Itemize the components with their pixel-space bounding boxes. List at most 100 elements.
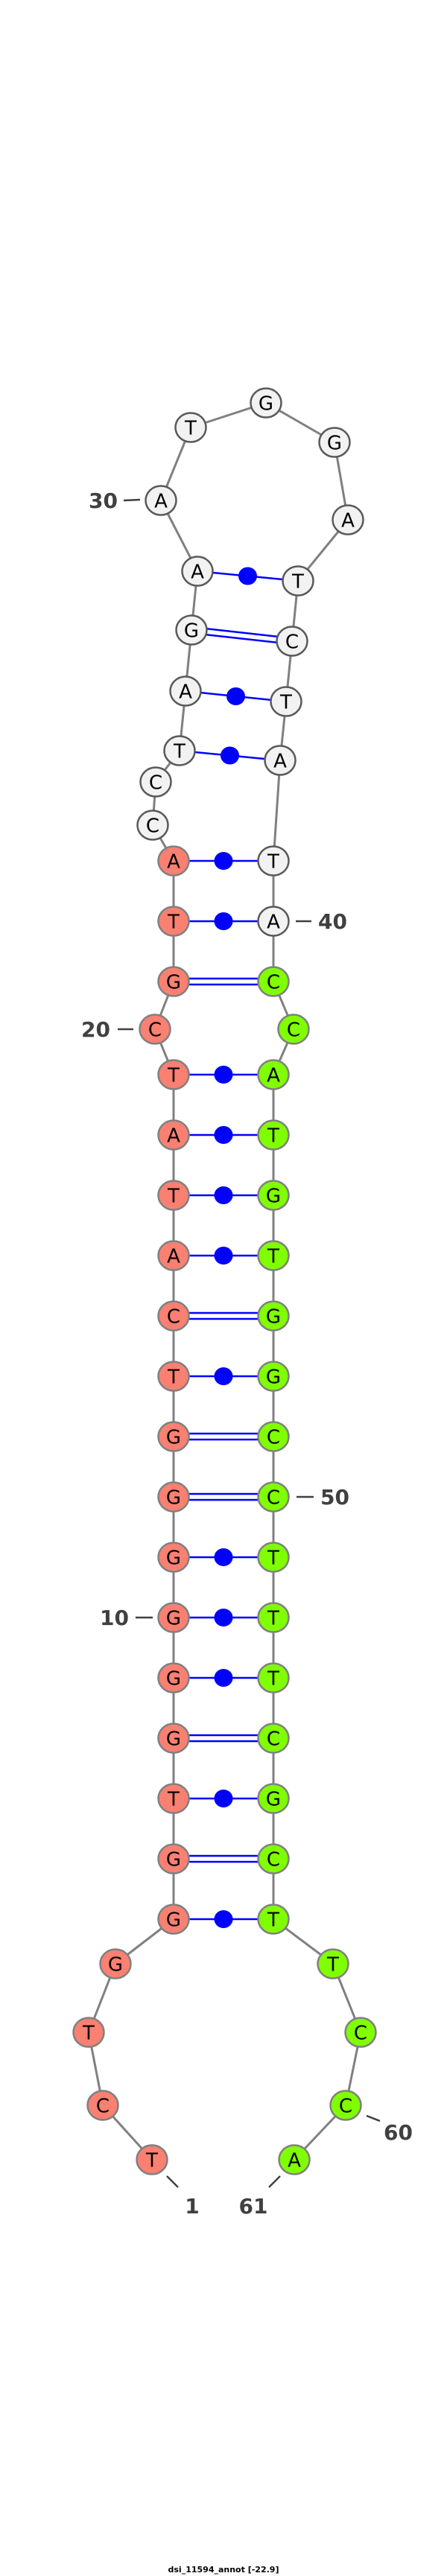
label-number: 50 (320, 1485, 349, 1510)
nucleotide-letter: C (149, 772, 162, 795)
nucleotide-20: C (139, 1014, 171, 1045)
nucleotide-letter: G (166, 1487, 181, 1510)
backbone-segment (272, 760, 282, 862)
nucleotide-36: C (276, 626, 308, 657)
nucleotide-circle (157, 1542, 190, 1573)
nucleotide-letter: T (184, 418, 197, 440)
base-pair-13-49 (174, 1432, 273, 1441)
nucleotide-27: A (169, 675, 202, 707)
nucleotide-circle (257, 1843, 290, 1874)
nucleotide-40: A (257, 906, 290, 937)
nucleotide-circle (332, 504, 364, 535)
nucleotide-46: T (257, 1240, 290, 1271)
nucleotide-letter: G (166, 1608, 181, 1630)
nucleotide-60: C (329, 2090, 362, 2121)
nucleotide-circle (175, 614, 208, 646)
nucleotide-51: T (257, 1542, 290, 1573)
base-pair-18-44 (174, 1126, 273, 1144)
nucleotide-letter: T (82, 2023, 95, 2045)
nucleotide-circle (157, 966, 190, 997)
nucleotide-letter: A (167, 851, 180, 874)
nucleotide-59: C (344, 2017, 377, 2048)
base-pair-21-41 (174, 977, 273, 986)
nucleotide-circle (257, 1059, 290, 1090)
position-label-1: 1 (166, 2175, 200, 2219)
base-pair-12-50 (174, 1492, 273, 1501)
nucleotide-letter: C (96, 2096, 110, 2118)
nucleotide-43: A (257, 1059, 290, 1090)
nucleotide-circle (257, 845, 290, 877)
nucleotide-letter: T (173, 741, 186, 763)
nucleotide-circle (257, 1542, 290, 1573)
nucleotide-7: T (157, 1783, 190, 1814)
base-pair-19-43 (174, 1066, 273, 1084)
nucleotide-circle (257, 1783, 290, 1814)
nucleotide-circle (157, 1783, 190, 1814)
nucleotide-55: G (257, 1783, 290, 1814)
nucleotide-circle (257, 1602, 290, 1633)
nucleotide-15: C (157, 1300, 190, 1332)
nucleotide-18: A (157, 1119, 190, 1151)
nucleotide-letter: C (285, 632, 299, 654)
base-pair-14-48 (174, 1367, 273, 1385)
position-label-60: 60 (366, 2114, 413, 2145)
base-pair-8-54 (174, 1734, 273, 1743)
nucleotide-circle (257, 1723, 290, 1754)
nucleotide-8: G (157, 1723, 190, 1754)
nucleotide-letter: T (267, 1608, 279, 1630)
nucleotide-letter: G (266, 1367, 281, 1389)
base-pair-15-47 (174, 1311, 273, 1320)
pair-dot (214, 1790, 233, 1807)
nucleotide-22: T (157, 906, 190, 937)
label-number: 40 (318, 909, 347, 934)
nucleotide-letter: C (148, 1020, 162, 1042)
nucleotide-circle (181, 556, 214, 587)
nucleotide-letter: T (167, 1367, 180, 1389)
nucleotide-circle (157, 1361, 190, 1392)
position-label-20: 20 (81, 1017, 133, 1042)
base-pair-27-37 (185, 687, 287, 705)
nucleotide-letter: T (326, 1954, 339, 1976)
label-number: 61 (239, 2194, 268, 2219)
nucleotide-letter: A (267, 912, 280, 934)
nucleotide-letter: C (267, 1427, 280, 1449)
base-pairs (174, 567, 299, 1928)
nucleotide-48: G (257, 1361, 290, 1392)
nucleotide-circle (72, 2017, 105, 2048)
label-number: 1 (185, 2194, 199, 2219)
nucleotide-circle (157, 1843, 190, 1874)
nucleotide-circle (257, 1180, 290, 1211)
nucleotide-circle (344, 2017, 377, 2048)
label-number: 30 (89, 489, 118, 513)
nucleotide-letter: T (167, 1065, 180, 1087)
nucleotide-letter: C (354, 2023, 367, 2045)
pair-dot (238, 567, 257, 585)
nucleotide-30: A (145, 485, 177, 516)
nucleotide-4: G (99, 1948, 132, 1979)
nucleotide-circle (282, 565, 314, 597)
nucleotide-circle (270, 686, 302, 717)
pair-dot (214, 1066, 233, 1084)
nucleotide-letter: G (259, 393, 273, 416)
nucleotide-letter: G (166, 1729, 181, 1751)
nucleotide-letter: G (108, 1954, 123, 1976)
nucleotide-44: T (257, 1119, 290, 1151)
nucleotide-letter: T (167, 1789, 180, 1811)
nucleotide-letter: G (184, 620, 199, 643)
nucleotide-letter: G (266, 1306, 281, 1329)
nucleotide-letter: C (287, 1020, 300, 1042)
nucleotide-letter: G (266, 1186, 281, 1208)
pair-dot (214, 1548, 233, 1566)
label-tick (366, 2114, 381, 2122)
nucleotide-letter: T (267, 1909, 279, 1932)
nucleotide-21: G (157, 966, 190, 997)
pair-dot (214, 1126, 233, 1144)
nucleotide-circle (157, 1723, 190, 1754)
nucleotide-circle (317, 1948, 349, 1979)
base-pair-17-45 (174, 1186, 273, 1204)
nucleotide-13: G (157, 1421, 190, 1452)
nucleotide-letter: G (166, 1427, 181, 1449)
nucleotide-circle (139, 1014, 171, 1045)
base-pair-26-38 (179, 746, 281, 765)
